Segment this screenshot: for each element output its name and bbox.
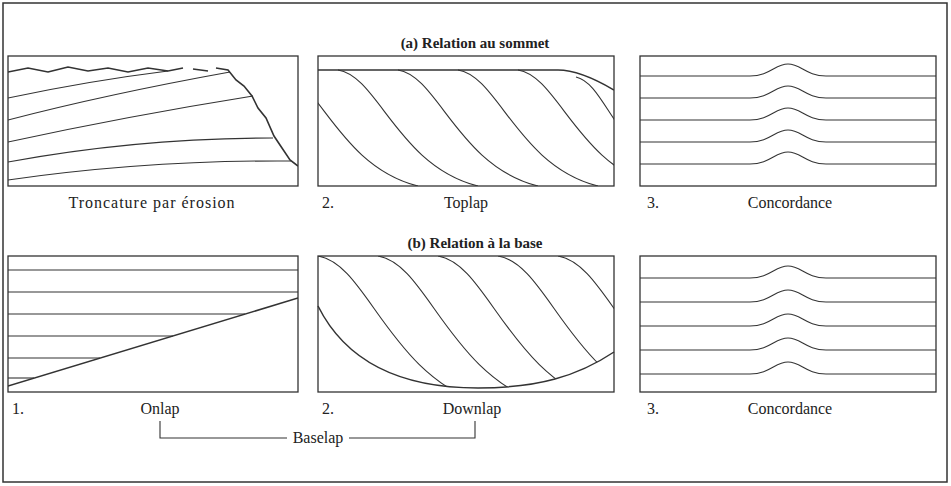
concordance-panel — [640, 256, 936, 392]
panel-frame — [640, 56, 936, 186]
panel-frame — [318, 256, 614, 392]
panel-number: 1. — [12, 400, 24, 418]
clinoform-line — [318, 70, 418, 186]
stratum-line — [640, 130, 936, 142]
panel-frame — [640, 256, 936, 392]
erosion-surface — [8, 67, 298, 166]
basal-surface — [318, 306, 614, 388]
stratum-line — [640, 152, 936, 164]
panel-label: Concordance — [748, 400, 832, 418]
panel-number: 2. — [322, 400, 334, 418]
clinoform-line — [258, 256, 428, 406]
panel-label: Concordance — [748, 194, 832, 212]
section-heading: (b) Relation à la base — [408, 234, 543, 252]
panel-number: 3. — [647, 400, 659, 418]
bracket-label: Baselap — [287, 429, 350, 447]
stratum-line — [640, 314, 936, 326]
clinoform-line — [518, 70, 614, 186]
clinoform-line — [438, 256, 608, 406]
stratum-line — [8, 357, 100, 358]
panel-frame — [8, 256, 298, 392]
panel-frame — [318, 56, 614, 186]
panel-label: Downlap — [443, 400, 502, 418]
panel-number: 3. — [647, 194, 659, 212]
toplap-panel — [278, 56, 698, 186]
stratum-line — [640, 362, 936, 374]
stratum-line — [640, 86, 936, 98]
section-heading: (a) Relation au sommet — [401, 34, 550, 52]
outer-frame — [3, 3, 947, 482]
concordance-panel — [640, 56, 936, 186]
stratum-line — [640, 64, 936, 76]
stratum-line — [8, 72, 230, 120]
stratum-line — [8, 335, 173, 336]
stratum-line — [8, 96, 253, 142]
inclined-surface — [8, 298, 298, 386]
stratum-line — [8, 377, 34, 378]
truncation-panel — [8, 56, 298, 186]
clinoform-line — [378, 256, 548, 406]
stratum-line — [640, 108, 936, 120]
stratum-line — [640, 338, 936, 350]
stratum-line — [640, 290, 936, 302]
stratum-line — [8, 269, 298, 270]
panel-frame — [8, 56, 298, 186]
stratum-line — [8, 291, 298, 292]
panel-label: Troncature par érosion — [68, 194, 235, 212]
clinoform-line — [576, 77, 614, 186]
onlap-panel — [8, 256, 298, 392]
panel-label: Toplap — [444, 194, 488, 212]
clinoform-line — [318, 256, 488, 406]
panel-number: 2. — [322, 194, 334, 212]
stratum-line — [8, 313, 245, 314]
stratum-line — [8, 71, 168, 98]
stratum-line — [640, 266, 936, 278]
panel-label: Onlap — [140, 400, 179, 418]
stratum-line — [8, 161, 291, 180]
stratum-line — [8, 138, 273, 162]
